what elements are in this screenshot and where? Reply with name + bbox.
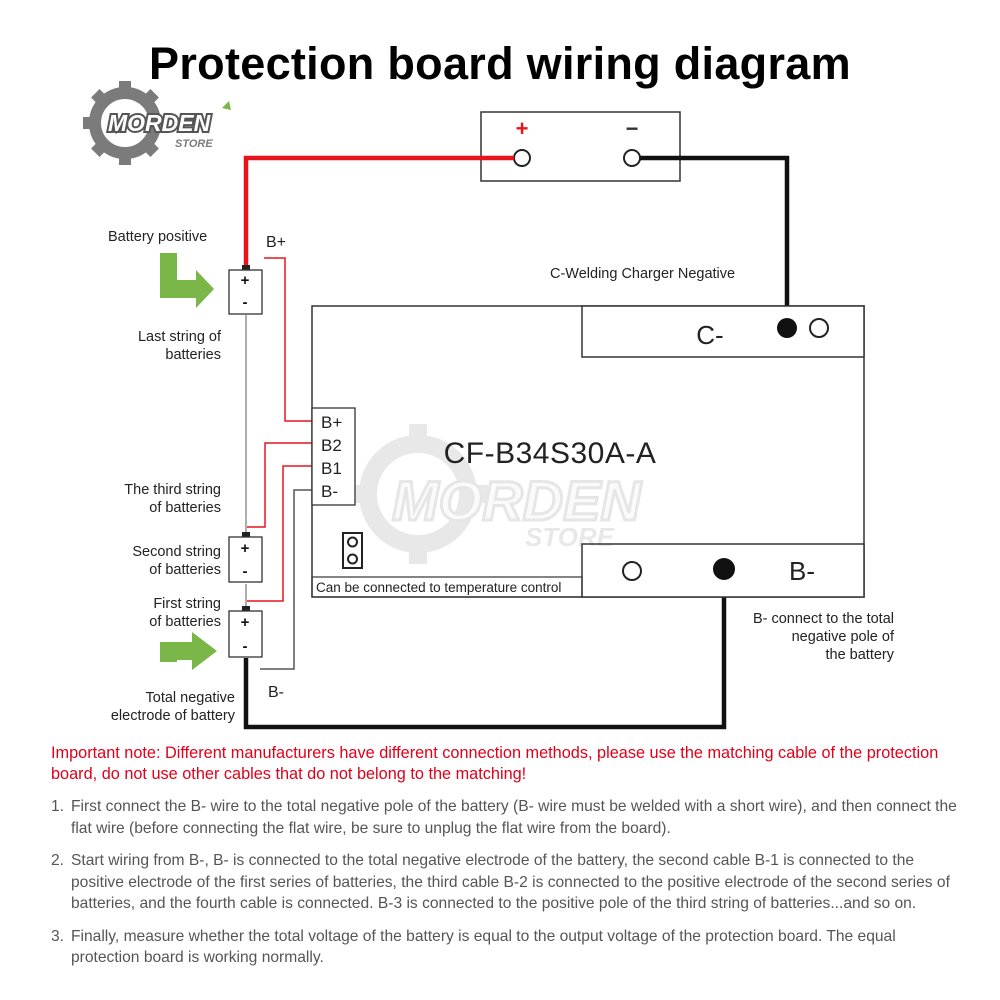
- svg-text:STORE: STORE: [175, 138, 213, 150]
- svg-text:MORDEN: MORDEN: [108, 110, 211, 136]
- main-wires: [243, 155, 790, 730]
- b-minus-wire-label: B-: [268, 684, 284, 701]
- pin-b2: B2: [321, 436, 342, 455]
- step-1: 1. First connect the B- wire to the tota…: [51, 796, 966, 839]
- svg-text:+: +: [241, 614, 250, 631]
- b-minus-label: B-: [789, 556, 815, 586]
- charger-negative-terminal: [623, 149, 641, 167]
- first-string-label-1: First string: [153, 596, 221, 612]
- step-number: 2.: [51, 852, 65, 869]
- total-negative-arrow-icon: [160, 632, 217, 670]
- step-number: 3.: [51, 927, 65, 945]
- step-text: First connect the B- wire to the total n…: [71, 798, 957, 837]
- charger-box: + −: [480, 111, 681, 182]
- b-minus-solder-point: [713, 558, 735, 580]
- third-string-label-2: of batteries: [149, 500, 221, 516]
- b-minus-spare-hole: [622, 561, 642, 581]
- battery-positive-arrow-icon: [160, 253, 214, 308]
- last-string-label-1: Last string of: [137, 329, 221, 345]
- instruction-steps: 1. First connect the B- wire to the tota…: [51, 796, 966, 980]
- step-2: 2. Start wiring from B-, B- is connected…: [51, 850, 966, 915]
- important-note: Important note: Different manufacturers …: [51, 744, 939, 783]
- balance-connector: [311, 407, 356, 506]
- first-string-label-2: of batteries: [149, 614, 221, 630]
- svg-text:-: -: [243, 638, 248, 655]
- step-3: 3. Finally, measure whether the total vo…: [51, 926, 966, 969]
- svg-text:-: -: [243, 563, 248, 580]
- step-text: Finally, measure whether the total volta…: [71, 927, 896, 967]
- b-minus-connect-label-3: the battery: [825, 647, 894, 663]
- pin-b-minus: B-: [321, 482, 338, 501]
- wire-b-plus: [264, 257, 312, 422]
- charger-negative-label: C-Welding Charger Negative: [550, 266, 736, 282]
- c-minus-spare-hole: [809, 318, 829, 338]
- pin-b-plus: B+: [321, 413, 342, 432]
- wire-b-minus-thin: [260, 489, 312, 670]
- charger-minus-symbol: −: [626, 116, 639, 141]
- step-number: 1.: [51, 798, 65, 815]
- board-watermark-logo: MORDEN STORE: [348, 424, 644, 564]
- svg-text:-: -: [243, 294, 248, 311]
- morden-store-logo: MORDEN STORE: [83, 81, 231, 165]
- page-title: Protection board wiring diagram: [149, 38, 851, 89]
- balance-wires: [247, 257, 312, 602]
- battery-cell-first: + -: [228, 606, 263, 658]
- wire-b1: [247, 465, 312, 602]
- b-minus-main-wire: [243, 571, 727, 730]
- step-text: Start wiring from B-, B- is connected to…: [71, 852, 950, 912]
- charger-positive-wire: [243, 155, 514, 266]
- second-string-label-1: Second string: [132, 544, 221, 560]
- last-string-label-2: batteries: [165, 347, 221, 363]
- protection-board: C- B- MORDEN STORE CF-B34S30A-A B+ B2 B1…: [311, 305, 865, 598]
- pin-b1: B1: [321, 459, 342, 478]
- c-minus-label: C-: [696, 320, 723, 350]
- svg-text:+: +: [241, 272, 250, 289]
- third-string-label-1: The third string: [124, 482, 221, 498]
- total-negative-label-1: Total negative: [145, 690, 235, 706]
- battery-cell-last: + -: [228, 265, 263, 315]
- b-minus-connect-label-1: B- connect to the total: [752, 611, 894, 627]
- charger-positive-terminal: [513, 149, 531, 167]
- svg-text:MORDEN: MORDEN: [392, 469, 642, 532]
- svg-text:STORE: STORE: [525, 522, 615, 552]
- battery-cell-second: + -: [228, 532, 263, 583]
- b-minus-connect-label-2: negative pole of: [791, 629, 894, 645]
- charger-negative-wire: [640, 155, 790, 328]
- temperature-note: Can be connected to temperature control: [316, 580, 561, 595]
- battery-positive-label: Battery positive: [108, 229, 208, 245]
- second-string-label-2: of batteries: [149, 562, 221, 578]
- charger-plus-symbol: +: [516, 116, 529, 141]
- total-negative-label-2: electrode of battery: [110, 708, 235, 724]
- c-minus-solder-point: [777, 318, 797, 338]
- board-model-label: CF-B34S30A-A: [444, 437, 657, 470]
- b-plus-wire-label: B+: [266, 234, 287, 251]
- svg-text:+: +: [241, 540, 250, 557]
- wire-b2: [247, 442, 312, 528]
